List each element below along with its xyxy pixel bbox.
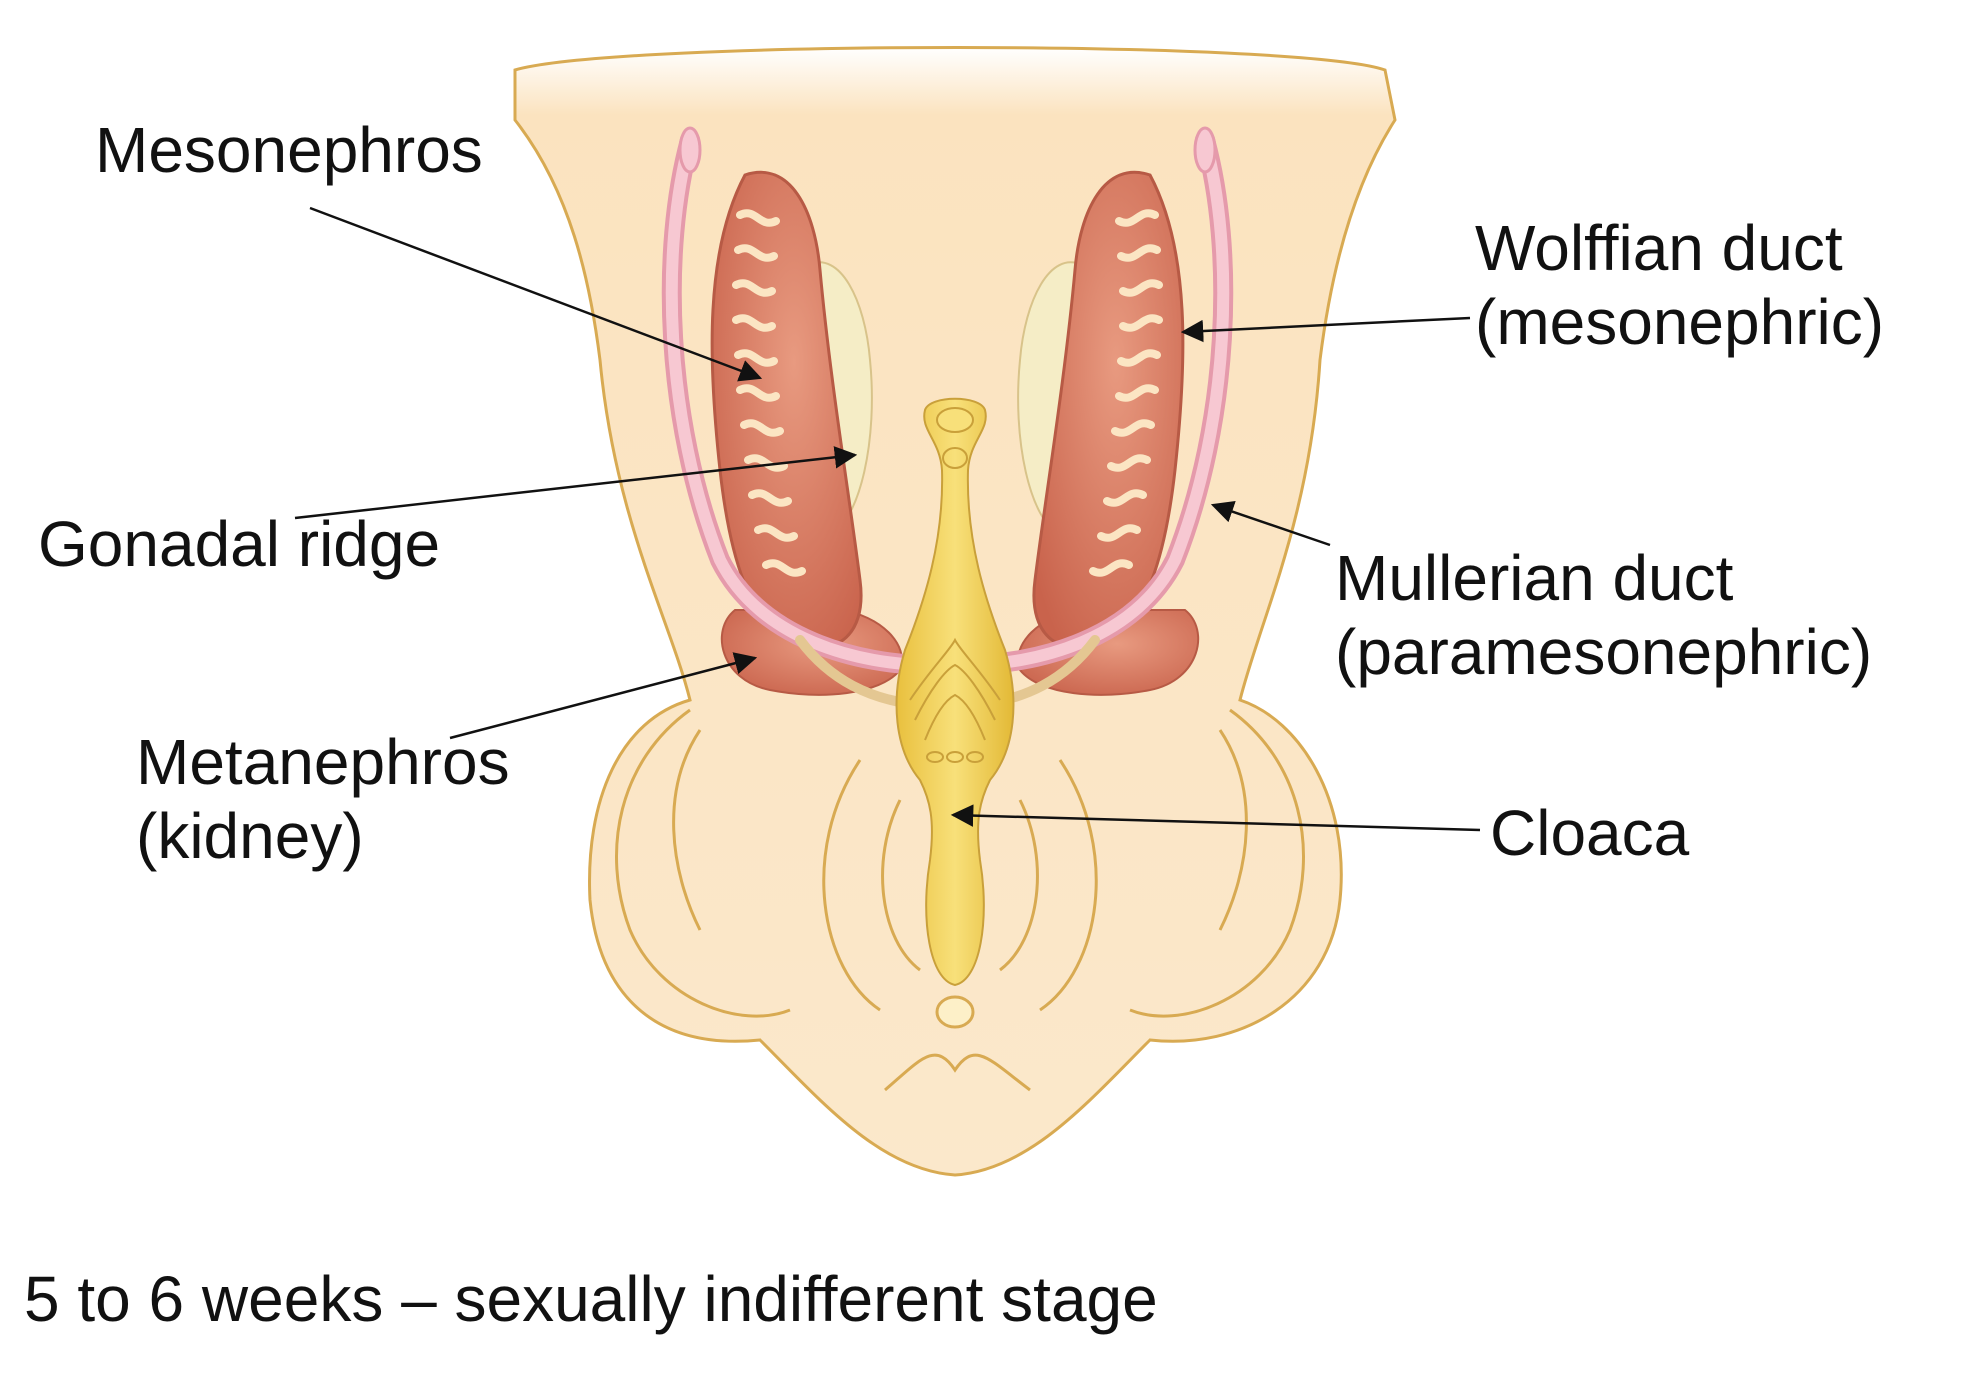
- label-metanephros-line1: Metanephros: [136, 726, 510, 798]
- label-wolffian-duct-line2: (mesonephric): [1475, 285, 1885, 358]
- label-mullerian-duct-line2: (paramesonephric): [1335, 615, 1873, 688]
- leader-cloaca: [950, 804, 1481, 832]
- diagram-caption: 5 to 6 weeks – sexually indifferent stag…: [24, 1263, 1158, 1335]
- label-mesonephros: Mesonephros: [95, 114, 483, 186]
- label-mullerian-duct: Mullerian duct (paramesonephric): [1335, 542, 1872, 689]
- label-metanephros-line2: (kidney): [136, 799, 364, 872]
- leader-lines: [294, 206, 1481, 832]
- leader-mullerian-duct: [1210, 500, 1331, 547]
- leader-mesonephros: [309, 206, 763, 382]
- leader-metanephros: [449, 652, 758, 740]
- mesonephros-right: [1032, 170, 1185, 649]
- mullerian-ducts: [661, 126, 1234, 675]
- leader-gonadal-ridge: [294, 446, 858, 520]
- label-mullerian-duct-line1: Mullerian duct: [1335, 542, 1734, 614]
- cloaca: [895, 397, 1015, 987]
- label-gonadal-ridge: Gonadal ridge: [38, 508, 441, 580]
- leader-wolffian-duct: [1180, 316, 1471, 343]
- label-cloaca: Cloaca: [1490, 797, 1690, 869]
- mesonephros-left: [710, 170, 863, 649]
- label-wolffian-duct-line1: Wolffian duct: [1475, 212, 1843, 284]
- label-metanephros: Metanephros (kidney): [136, 726, 510, 873]
- label-wolffian-duct: Wolffian duct (mesonephric): [1475, 212, 1884, 359]
